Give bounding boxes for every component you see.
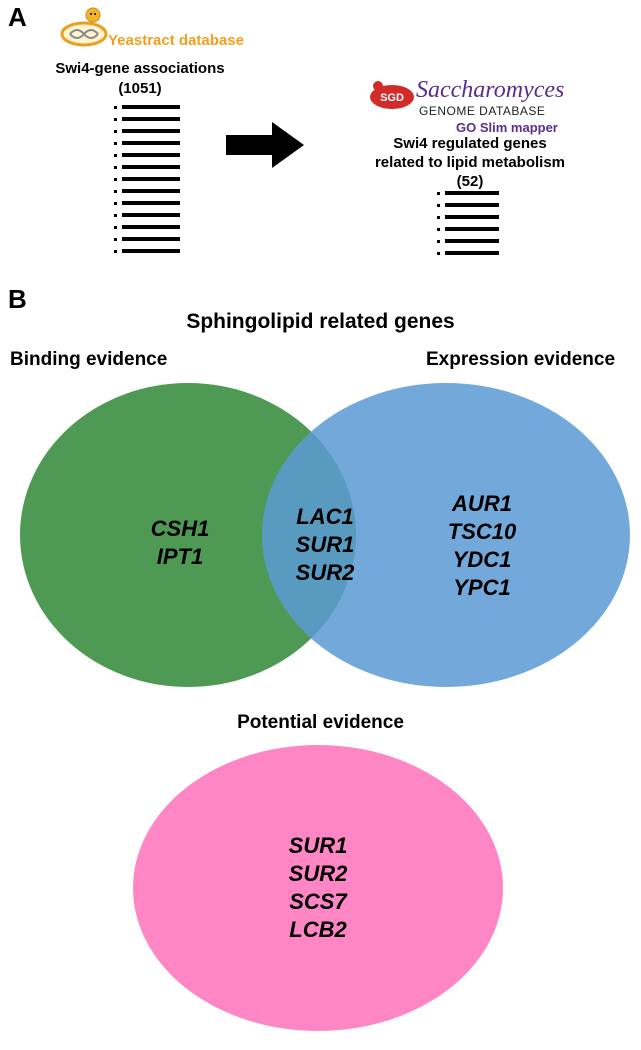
gene-label: SUR2 <box>295 560 355 585</box>
overlap-genes: LAC1 SUR1 SUR2 <box>255 503 395 587</box>
regulated-count: (52) <box>456 173 484 190</box>
yeastract-name: Yeastract database <box>108 32 244 49</box>
sgd-logo-icon: SGD <box>370 81 414 109</box>
panel-a-label: A <box>8 2 27 32</box>
gene-label: YPC1 <box>453 575 511 600</box>
go-slim-mapper: GO Slim mapper <box>456 120 558 135</box>
gene-label: LCB2 <box>289 917 347 942</box>
binding-only-genes: CSH1 IPT1 <box>110 515 250 571</box>
sgd-badge-text: SGD <box>380 92 404 104</box>
potential-label: Potential evidence <box>237 712 404 733</box>
gene-label: AUR1 <box>452 491 512 516</box>
binding-label: Binding evidence <box>10 349 168 370</box>
potential-circle <box>133 745 503 1031</box>
gene-label: SUR1 <box>295 532 355 557</box>
sgd-subtitle: GENOME DATABASE <box>419 104 546 118</box>
gene-label: TSC10 <box>447 519 517 544</box>
gene-label: IPT1 <box>156 544 204 569</box>
gene-label: SUR1 <box>288 833 348 858</box>
panel-b-label: B <box>8 284 27 314</box>
gene-label: LAC1 <box>296 504 354 529</box>
lipid-gene-list-icon <box>437 191 499 255</box>
associations-count: (1051) <box>118 80 162 97</box>
expression-circle <box>262 383 630 687</box>
gene-label: CSH1 <box>150 516 210 541</box>
potential-genes: SUR1 SUR2 SCS7 LCB2 <box>248 832 388 944</box>
binding-circle <box>20 383 356 687</box>
gene-label: SCS7 <box>289 889 347 914</box>
right-arrow-icon <box>226 122 304 168</box>
associations-title: Swi4-gene associations <box>55 60 225 77</box>
expression-label: Expression evidence <box>426 349 616 370</box>
sgd-title: Saccharomyces <box>416 77 565 103</box>
sphingolipid-title: Sphingolipid related genes <box>186 310 455 333</box>
regulated-line1: Swi4 regulated genes <box>393 135 547 152</box>
yeast-dna-logo-icon <box>60 7 108 47</box>
gene-label: SUR2 <box>288 861 348 886</box>
expression-only-genes: AUR1 TSC10 YDC1 YPC1 <box>412 490 552 602</box>
venn-diagram <box>20 383 630 687</box>
potential-diagram <box>133 745 503 1031</box>
gene-label: YDC1 <box>452 547 512 572</box>
gene-list-icon <box>114 105 180 253</box>
regulated-line2: related to lipid metabolism <box>374 154 566 171</box>
